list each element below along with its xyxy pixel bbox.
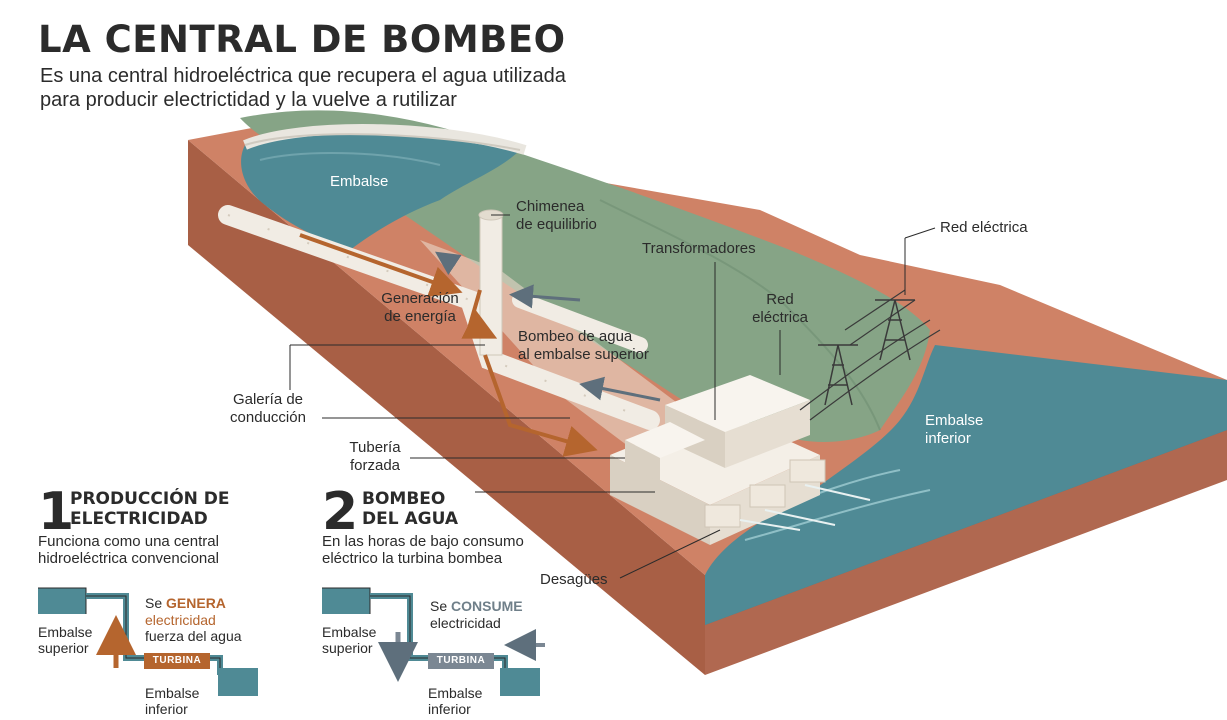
step-2-title-line-1: BOMBEO xyxy=(362,489,446,509)
subtitle-line-2: para producir electrictidad y la vuelve … xyxy=(40,89,457,111)
step-1-text-pre: Se xyxy=(145,595,167,611)
step-2-upper-2: superior xyxy=(322,640,373,656)
step-1-lower-1: Embalse xyxy=(145,685,200,701)
label-red-2: eléctrica xyxy=(752,309,808,326)
flow-arrows xyxy=(299,233,661,457)
diagram-2-pumping xyxy=(322,587,545,696)
leader-lines xyxy=(289,214,936,579)
page-subtitle: Es una central hidroeléctrica que recupe… xyxy=(40,64,680,112)
label-galeria-1: Galería de xyxy=(232,391,304,408)
discharge-streams xyxy=(739,484,871,531)
diagram-1-generation xyxy=(38,587,258,696)
step-1-number: 1 xyxy=(38,482,75,542)
step-1-turbine-label: TURBINA xyxy=(152,655,202,666)
step-1-desc-line-2: hidroeléctrica convencional xyxy=(38,550,219,567)
label-desagues: Desagües xyxy=(540,571,608,588)
step-2-lower-2: inferior xyxy=(428,701,471,717)
label-galeria-2: conducción xyxy=(230,409,306,426)
step-1-lower-2: inferior xyxy=(145,701,188,717)
label-chimenea-1: Chimenea xyxy=(516,198,585,215)
subtitle-line-1: Es una central hidroeléctrica que recupe… xyxy=(40,65,566,87)
power-lines xyxy=(799,289,941,421)
step-2-desc-line-1: En las horas de bajo consumo xyxy=(322,533,524,550)
label-tuberia-2: forzada xyxy=(349,457,401,474)
label-bombeo-1: Bombeo de agua xyxy=(518,328,633,345)
label-red-1: Red xyxy=(766,291,794,308)
label-embalse-inferior-2: inferior xyxy=(925,430,971,447)
step-2-turbine-label: TURBINA xyxy=(436,655,486,666)
step-2-lower-1: Embalse xyxy=(428,685,483,701)
step-1-text-key: GENERA xyxy=(166,595,226,611)
step-2-desc-line-2: eléctrico la turbina bombea xyxy=(322,550,503,567)
step-1-text-line-2: electricidad xyxy=(145,612,216,628)
step-2-text-line-2: electricidad xyxy=(430,615,501,631)
step-1-text-line-3: fuerza del agua xyxy=(145,628,242,644)
step-2-text-key: CONSUME xyxy=(451,598,523,614)
label-embalse-inferior-1: Embalse xyxy=(925,412,984,429)
step-1-title-line-2: ELECTRICIDAD xyxy=(70,509,208,529)
label-generacion-1: Generación xyxy=(381,290,459,307)
step-2-upper-1: Embalse xyxy=(322,624,377,640)
step-1-text-line-1: Se GENERA xyxy=(145,595,226,611)
label-chimenea-2: de equilibrio xyxy=(516,216,597,233)
step-2-number: 2 xyxy=(322,482,359,542)
label-embalse: Embalse xyxy=(330,173,389,190)
upper-reservoir xyxy=(241,124,527,250)
step-1-upper-1: Embalse xyxy=(38,624,93,640)
step-1-upper-2: superior xyxy=(38,640,89,656)
step-2-text-line-1: Se CONSUME xyxy=(430,598,523,614)
label-tuberia-1: Tubería xyxy=(349,439,401,456)
label-red-electrica-top: Red eléctrica xyxy=(940,219,1028,236)
step-2-text-pre: Se xyxy=(430,598,452,614)
step-1-desc-line-1: Funciona como una central xyxy=(38,533,219,550)
label-transformadores: Transformadores xyxy=(642,240,756,257)
label-bombeo-2: al embalse superior xyxy=(518,346,649,363)
power-station xyxy=(610,375,826,545)
page-title: LA CENTRAL DE BOMBEO xyxy=(38,18,566,61)
label-generacion-2: de energía xyxy=(384,308,456,325)
step-1-title-line-1: PRODUCCIÓN DE xyxy=(70,489,230,509)
step-2-title-line-2: DEL AGUA xyxy=(362,509,459,529)
